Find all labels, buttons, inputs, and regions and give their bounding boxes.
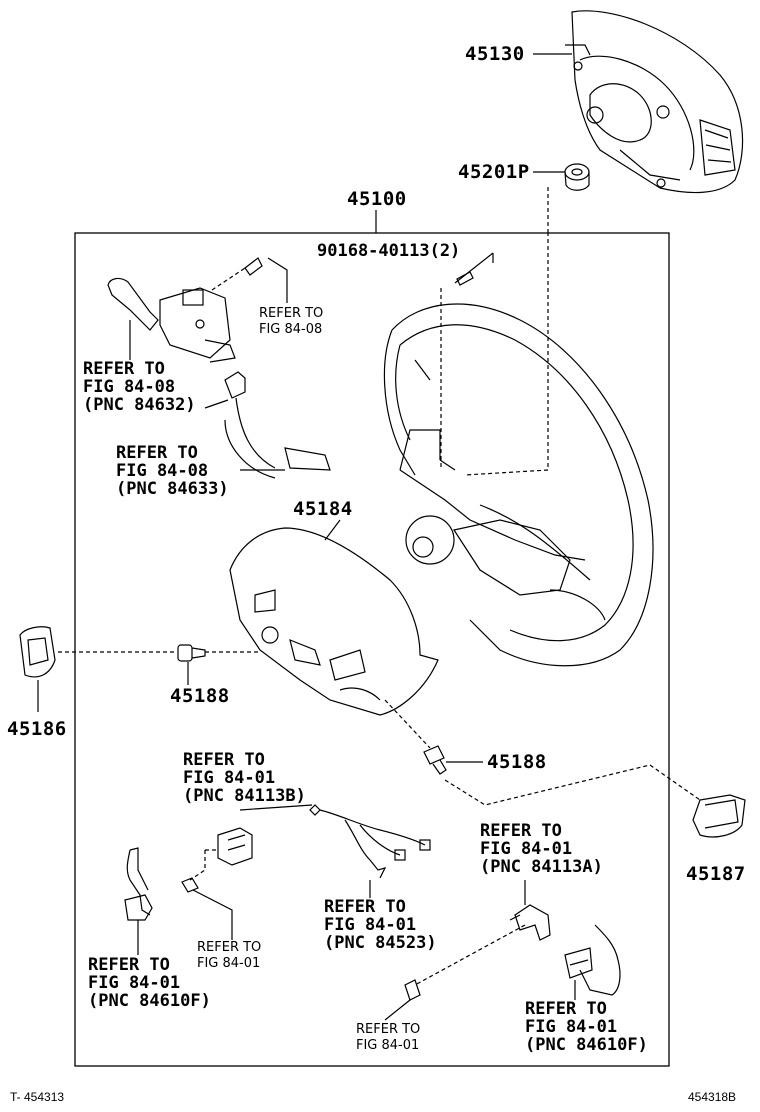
paddle-right-drawing [564, 924, 621, 996]
part-label-45188-a: 45188 [170, 685, 230, 707]
switch-assembly-drawing [107, 257, 263, 363]
trim-45187-drawing [692, 794, 746, 838]
cover-45184-drawing [229, 527, 439, 716]
screw-45188-b-drawing [423, 745, 447, 775]
connector-84113b-drawing [217, 827, 253, 866]
footer-left-code: T- 454313 [10, 1090, 65, 1104]
screw-small-a-drawing [181, 877, 199, 893]
steering-wheel-drawing [383, 303, 654, 667]
part-label-45130: 45130 [465, 43, 525, 65]
part-label-45186: 45186 [7, 718, 67, 740]
airbag-module-drawing [565, 10, 744, 194]
wire-harness-84523-drawing [309, 804, 431, 879]
paddle-left-drawing [124, 847, 153, 921]
screw-small-b-drawing [404, 979, 421, 1001]
part-label-90168: 90168-40113(2) [317, 241, 461, 261]
footer-right-code: 454318B [688, 1090, 737, 1104]
part-label-45188-b: 45188 [487, 751, 547, 773]
nut-45201p-drawing [564, 163, 590, 191]
assembly-frame [74, 232, 670, 1067]
part-label-45100: 45100 [347, 188, 407, 210]
wire-harness-84633-drawing [224, 371, 331, 479]
part-label-45187: 45187 [686, 863, 746, 885]
part-label-45201p: 45201P [458, 161, 530, 183]
bracket-84113a-drawing [509, 904, 551, 941]
part-label-45184: 45184 [293, 498, 353, 520]
screw-45188-a-drawing [177, 644, 206, 662]
pad-45186-drawing [19, 626, 56, 678]
